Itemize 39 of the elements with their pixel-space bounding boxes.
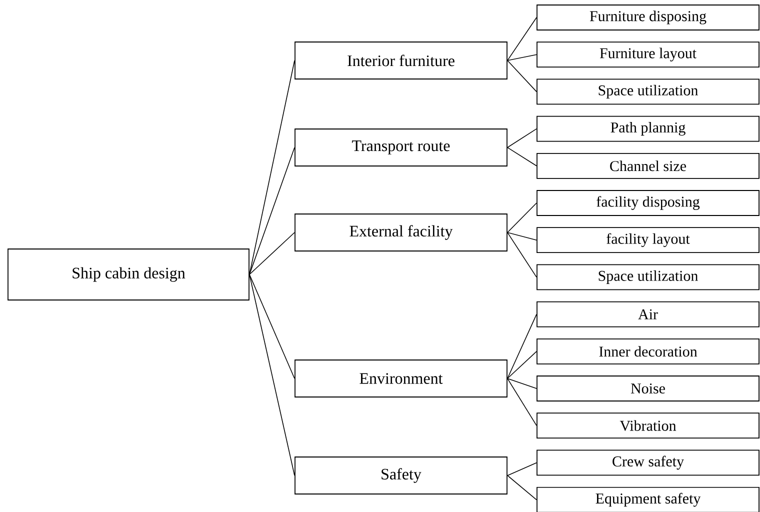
item-box: Furniture layout bbox=[536, 42, 760, 68]
category-box: Transport route bbox=[294, 128, 508, 166]
item-box: Vibration bbox=[536, 412, 760, 439]
category-box: Interior furniture bbox=[294, 42, 508, 80]
item-box: Space utilization bbox=[536, 78, 760, 105]
connector-line bbox=[507, 314, 537, 379]
connector-line bbox=[507, 54, 537, 61]
connector-line bbox=[507, 17, 537, 61]
item-box: Space utilization bbox=[536, 264, 760, 290]
item-box: Path plannig bbox=[536, 116, 760, 142]
item-box: Noise bbox=[536, 376, 760, 402]
connector-line bbox=[507, 462, 537, 476]
connector-line bbox=[507, 351, 537, 379]
connector-line bbox=[507, 378, 537, 389]
category-box: External facility bbox=[294, 214, 508, 252]
connector-line bbox=[507, 60, 537, 92]
item-box: Crew safety bbox=[536, 450, 760, 476]
item-box: Inner decoration bbox=[536, 338, 760, 364]
connector-line bbox=[249, 274, 295, 379]
item-box: Furniture disposing bbox=[536, 4, 760, 30]
item-box: facility disposing bbox=[536, 190, 760, 216]
connector-line bbox=[507, 232, 537, 240]
connector-line bbox=[507, 202, 537, 233]
connector-line bbox=[249, 232, 295, 275]
connector-line bbox=[507, 378, 537, 426]
item-box: Equipment safety bbox=[536, 486, 760, 512]
category-box: Environment bbox=[294, 360, 508, 398]
connector-line bbox=[249, 60, 295, 275]
category-box: Safety bbox=[294, 456, 508, 494]
item-box: facility layout bbox=[536, 227, 760, 254]
connector-line bbox=[507, 128, 537, 148]
connector-line bbox=[507, 147, 537, 166]
item-box: Channel size bbox=[536, 152, 760, 179]
root-box: Ship cabin design bbox=[8, 248, 250, 300]
connector-line bbox=[249, 274, 295, 476]
connector-line bbox=[249, 147, 295, 275]
connector-line bbox=[507, 232, 537, 278]
connector-line bbox=[507, 475, 537, 500]
item-box: Air bbox=[536, 301, 760, 328]
